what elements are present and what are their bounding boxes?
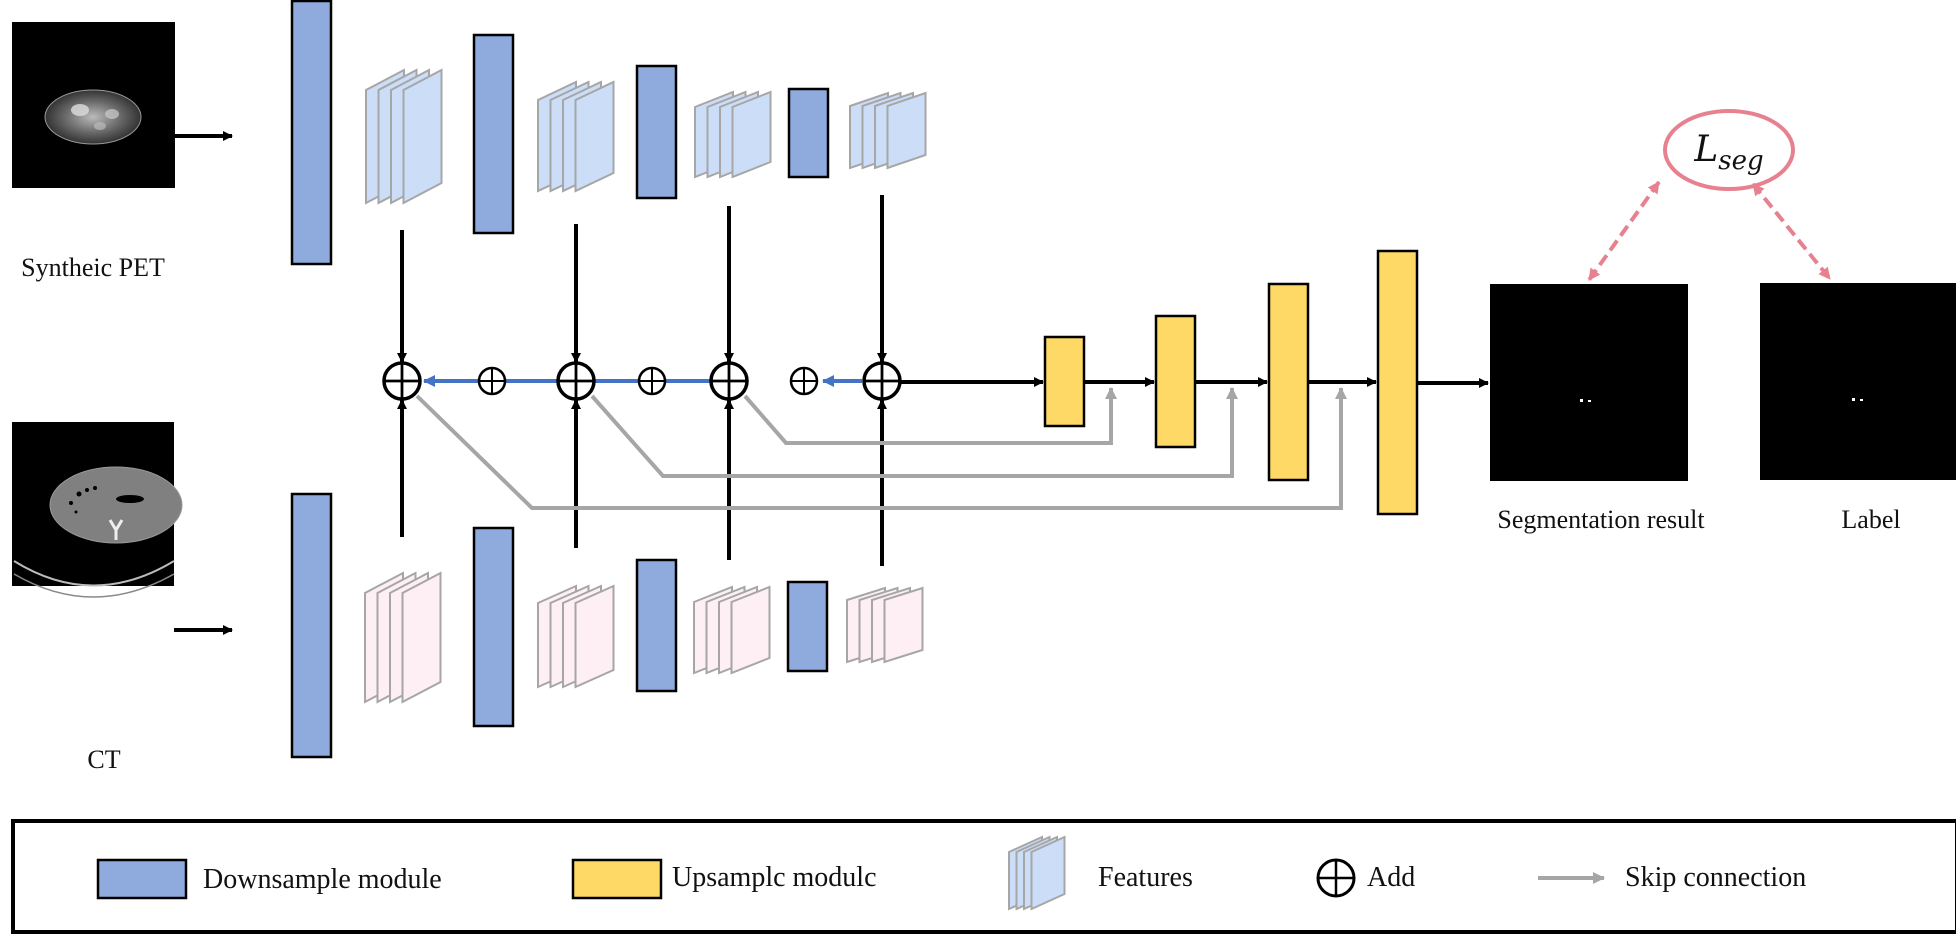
- feature-sheet: [401, 571, 442, 704]
- segmentation-result-label: Segmentation result: [1497, 505, 1705, 534]
- ct-features-1: [364, 571, 442, 704]
- decoder-arrows: [1084, 377, 1489, 388]
- svg-text:Lseg: Lseg: [1693, 129, 1763, 176]
- small-add-node-2: [637, 366, 667, 396]
- pet-label: Syntheic PET: [21, 253, 165, 282]
- legend-features-icon: [1008, 835, 1066, 911]
- pet-downsample-block-3: [635, 64, 678, 200]
- add-node-4: [862, 361, 902, 401]
- pet-features-4: [849, 91, 927, 170]
- legend-downsample-swatch: [96, 858, 188, 900]
- ct-downsample-block-2: [472, 526, 515, 728]
- small-add-node-1: [477, 366, 507, 396]
- add-node-2: [556, 361, 596, 401]
- ct-label: CT: [87, 745, 120, 774]
- upsample-block-2: [1154, 314, 1197, 449]
- upsample-block-1: [1043, 335, 1086, 428]
- feature-sheet: [1030, 835, 1066, 911]
- skip-connection-3: [415, 387, 1347, 510]
- legend: Downsample module Upsamplc modulc Featur…: [11, 819, 1956, 934]
- decoder: [1043, 249, 1419, 516]
- pet-downsample-block-2: [472, 33, 515, 235]
- ct-features-2: [537, 584, 615, 689]
- ct-downsample-block-1: [290, 492, 333, 759]
- ct-encoder: [290, 492, 829, 759]
- loss-to-label-arrow: [1751, 182, 1832, 281]
- legend-upsample-swatch: [571, 858, 663, 900]
- add-node-1: [382, 361, 422, 401]
- loss-node: Lseg: [1663, 109, 1795, 191]
- ct-downsample-block-4: [786, 580, 829, 673]
- loss-symbol: L: [1693, 129, 1718, 170]
- ct-features-3: [693, 585, 771, 675]
- feature-sheet: [731, 90, 772, 179]
- pet-encoder: [290, 0, 830, 266]
- label-text: Label: [1841, 505, 1900, 534]
- ct-downsample-block-3: [635, 558, 678, 693]
- pet-features-3: [694, 90, 772, 179]
- legend-features-stack: [1008, 835, 1066, 911]
- feature-sheet: [402, 68, 443, 205]
- ct-features-4: [846, 586, 924, 664]
- legend-add-icon: [1316, 858, 1356, 898]
- add-node-3: [709, 361, 749, 401]
- feature-sheet: [883, 586, 924, 664]
- pet-downsample-block-4: [787, 87, 830, 179]
- vertical-connections: [397, 195, 887, 566]
- legend-add-label: Add: [1367, 862, 1415, 893]
- pet-downsample-block-1: [290, 0, 333, 266]
- label-image: [1760, 283, 1956, 480]
- loss-subscript: seg: [1718, 146, 1763, 176]
- upsample-block-3: [1267, 282, 1310, 482]
- loss-to-segmentation-arrow: [1587, 180, 1661, 282]
- legend-downsample-label: Downsample module: [203, 864, 442, 895]
- skip-connections: [415, 387, 1347, 510]
- feature-stacks: [364, 68, 927, 704]
- skip-connection-2: [590, 387, 1238, 478]
- segmentation-result-image: [1490, 284, 1688, 481]
- pet-image: [12, 22, 175, 188]
- feature-sheet: [574, 584, 615, 689]
- legend-skip-label: Skip connection: [1625, 862, 1806, 893]
- legend-box: [11, 819, 1956, 934]
- feature-sheet: [886, 91, 927, 170]
- feature-sheet: [574, 80, 615, 193]
- add-nodes: [382, 361, 902, 401]
- pet-features-2: [537, 80, 615, 193]
- legend-features-label: Features: [1098, 862, 1193, 893]
- skip-connection-1: [743, 387, 1117, 445]
- upsample-block-4: [1376, 249, 1419, 516]
- feature-sheet: [730, 585, 771, 675]
- legend-upsample-label: Upsamplc modulc: [672, 862, 877, 893]
- small-add-node-3: [789, 366, 819, 396]
- ct-image: [12, 422, 183, 598]
- pet-features-1: [365, 68, 443, 205]
